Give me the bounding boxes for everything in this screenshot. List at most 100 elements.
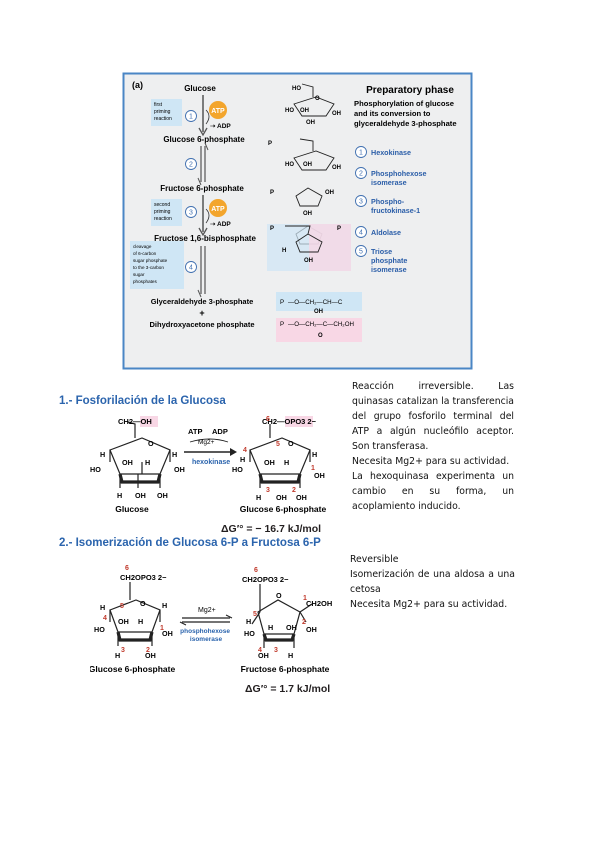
- svg-text:OH: OH: [286, 623, 297, 632]
- svg-text:O: O: [318, 333, 323, 339]
- label-glucose-6-phosphate: Glucose 6-phosphate: [163, 135, 245, 144]
- svg-text:P: P: [270, 226, 274, 232]
- svg-text:HO: HO: [292, 86, 301, 92]
- svg-text:HO: HO: [244, 629, 255, 638]
- section1-text: Reacción irreversible. Las quinasas cata…: [352, 379, 514, 514]
- gap-box: [276, 292, 362, 311]
- svg-text:H: H: [100, 603, 105, 612]
- svg-text:P: P: [270, 190, 274, 196]
- svg-text:Aldolase: Aldolase: [371, 228, 401, 237]
- svg-text:OH: OH: [314, 309, 323, 315]
- section2-paragraph-3: Necesita Mg2+ para su actividad.: [350, 599, 508, 610]
- svg-text:H: H: [172, 450, 177, 459]
- svg-text:6: 6: [125, 565, 129, 572]
- svg-text:O: O: [288, 439, 294, 448]
- svg-text:3: 3: [274, 647, 278, 654]
- svg-text:6: 6: [254, 567, 258, 574]
- section2-product-name: Fructose 6-phosphate: [241, 664, 330, 674]
- svg-text:4: 4: [189, 265, 193, 272]
- section1-paragraph-3: La hexoquinasa experimenta un cambio en …: [352, 471, 514, 512]
- svg-text:OH: OH: [118, 617, 129, 626]
- svg-text:Phospho-: Phospho-: [371, 197, 405, 206]
- svg-text:H: H: [256, 493, 261, 502]
- svg-text:OH: OH: [258, 651, 269, 660]
- svg-text:OH: OH: [306, 120, 315, 126]
- svg-text:P: P: [268, 141, 272, 147]
- g6p-ring-labels: O H H HO OH H OH H OH OH: [232, 439, 325, 502]
- label-glyceraldehyde-3-phosphate: Glyceraldehyde 3-phosphate: [151, 297, 254, 306]
- svg-text:O: O: [140, 599, 146, 608]
- svg-text:ATP: ATP: [211, 206, 225, 213]
- product-name: Glucose 6-phosphate: [240, 504, 327, 514]
- product-phosphate-highlight: [285, 416, 313, 427]
- svg-text:5: 5: [120, 603, 124, 610]
- enzyme-legend: 1 2 3 4 5 Hexokinase Phosphohexose isome…: [355, 146, 427, 274]
- note-second-priming-box: [151, 199, 182, 226]
- svg-text:HO: HO: [94, 625, 105, 634]
- svg-text:1: 1: [311, 465, 315, 472]
- svg-text:OH: OH: [296, 493, 307, 502]
- phase-subtitle: Phosphorylation of glucose and its conve…: [354, 99, 457, 128]
- svg-text:phosphate: phosphate: [371, 256, 407, 265]
- svg-text:3: 3: [359, 199, 363, 206]
- svg-text:3: 3: [189, 210, 193, 217]
- svg-text:3: 3: [266, 487, 270, 494]
- svg-text:H: H: [288, 651, 293, 660]
- note-cleavage: cleavage of 6-carbon sugar phosphate to …: [133, 244, 169, 284]
- svg-text:OH: OH: [325, 190, 334, 196]
- substrate-oh-highlight: [140, 416, 158, 427]
- substrate-group: CH2—OH: [118, 417, 152, 426]
- svg-text:HO: HO: [285, 162, 294, 168]
- svg-text:O: O: [148, 439, 154, 448]
- svg-text:1: 1: [359, 150, 363, 157]
- adp-label-2: ➝ ADP: [210, 221, 231, 228]
- cleavage-pink-region: [309, 224, 351, 271]
- svg-text:Triose: Triose: [371, 247, 392, 256]
- svg-text:5: 5: [276, 441, 280, 448]
- svg-text:4: 4: [359, 230, 363, 237]
- svg-text:O: O: [276, 591, 282, 600]
- adp-label-1: ➝ ADP: [210, 123, 231, 130]
- figure-tag: (a): [132, 80, 143, 90]
- svg-text:H: H: [117, 491, 122, 500]
- section1-paragraph-2: Necesita Mg2+ para su actividad.: [352, 456, 510, 467]
- svg-text:OH: OH: [174, 465, 185, 474]
- svg-text:H: H: [162, 601, 167, 610]
- svg-text:ADP: ADP: [212, 427, 228, 436]
- label-fructose-6-phosphate: Fructose 6-phosphate: [160, 184, 244, 193]
- section2-enzyme: phosphohexose isomerase: [180, 628, 232, 643]
- enzyme-hexokinase: hexokinase: [192, 459, 230, 466]
- section2-title: 2.- Isomerización de Glucosa 6-P a Fruct…: [59, 537, 321, 549]
- svg-text:OH: OH: [304, 258, 313, 264]
- svg-text:OH: OH: [264, 458, 275, 467]
- svg-text:H: H: [282, 248, 286, 254]
- section1-title: 1.- Fosforilación de la Glucosa: [59, 395, 226, 407]
- svg-text:H: H: [268, 623, 273, 632]
- section2-paragraph-1: Reversible: [350, 554, 399, 565]
- label-plus: +: [199, 308, 204, 318]
- svg-text:3: 3: [121, 647, 125, 654]
- glucose-ring-labels: O H H HO OH H OH H OH OH: [90, 439, 185, 500]
- section1-paragraph-1: Reacción irreversible. Las quinasas cata…: [352, 381, 514, 452]
- left-step-circles: [185, 110, 197, 273]
- svg-text:5: 5: [359, 249, 363, 256]
- note-second-priming: second priming reaction: [154, 202, 172, 222]
- svg-text:2: 2: [189, 162, 193, 169]
- svg-text:1: 1: [303, 595, 307, 602]
- gap-structure: P —O—CH₂—CH—C: [280, 299, 343, 306]
- svg-text:ATP: ATP: [188, 427, 202, 436]
- svg-text:H: H: [246, 617, 251, 626]
- g6p-group: CH2OPO3 2−: [120, 573, 167, 582]
- svg-text:OH: OH: [122, 458, 133, 467]
- section2-substrate-name: Glucose 6-phosphate: [90, 664, 175, 674]
- svg-text:H: H: [240, 455, 245, 464]
- svg-text:OH: OH: [300, 108, 309, 114]
- svg-text:2: 2: [302, 619, 306, 626]
- mini-structure-labels: HO O OH HO OH OH P OH HO OH P OH OH P P …: [268, 86, 341, 264]
- section2-text: Reversible Isomerización de una aldosa a…: [350, 552, 515, 612]
- svg-text:H: H: [312, 450, 317, 459]
- svg-text:HO: HO: [232, 465, 243, 474]
- svg-text:O: O: [315, 96, 320, 102]
- svg-text:H: H: [145, 458, 150, 467]
- svg-text:5: 5: [253, 611, 257, 618]
